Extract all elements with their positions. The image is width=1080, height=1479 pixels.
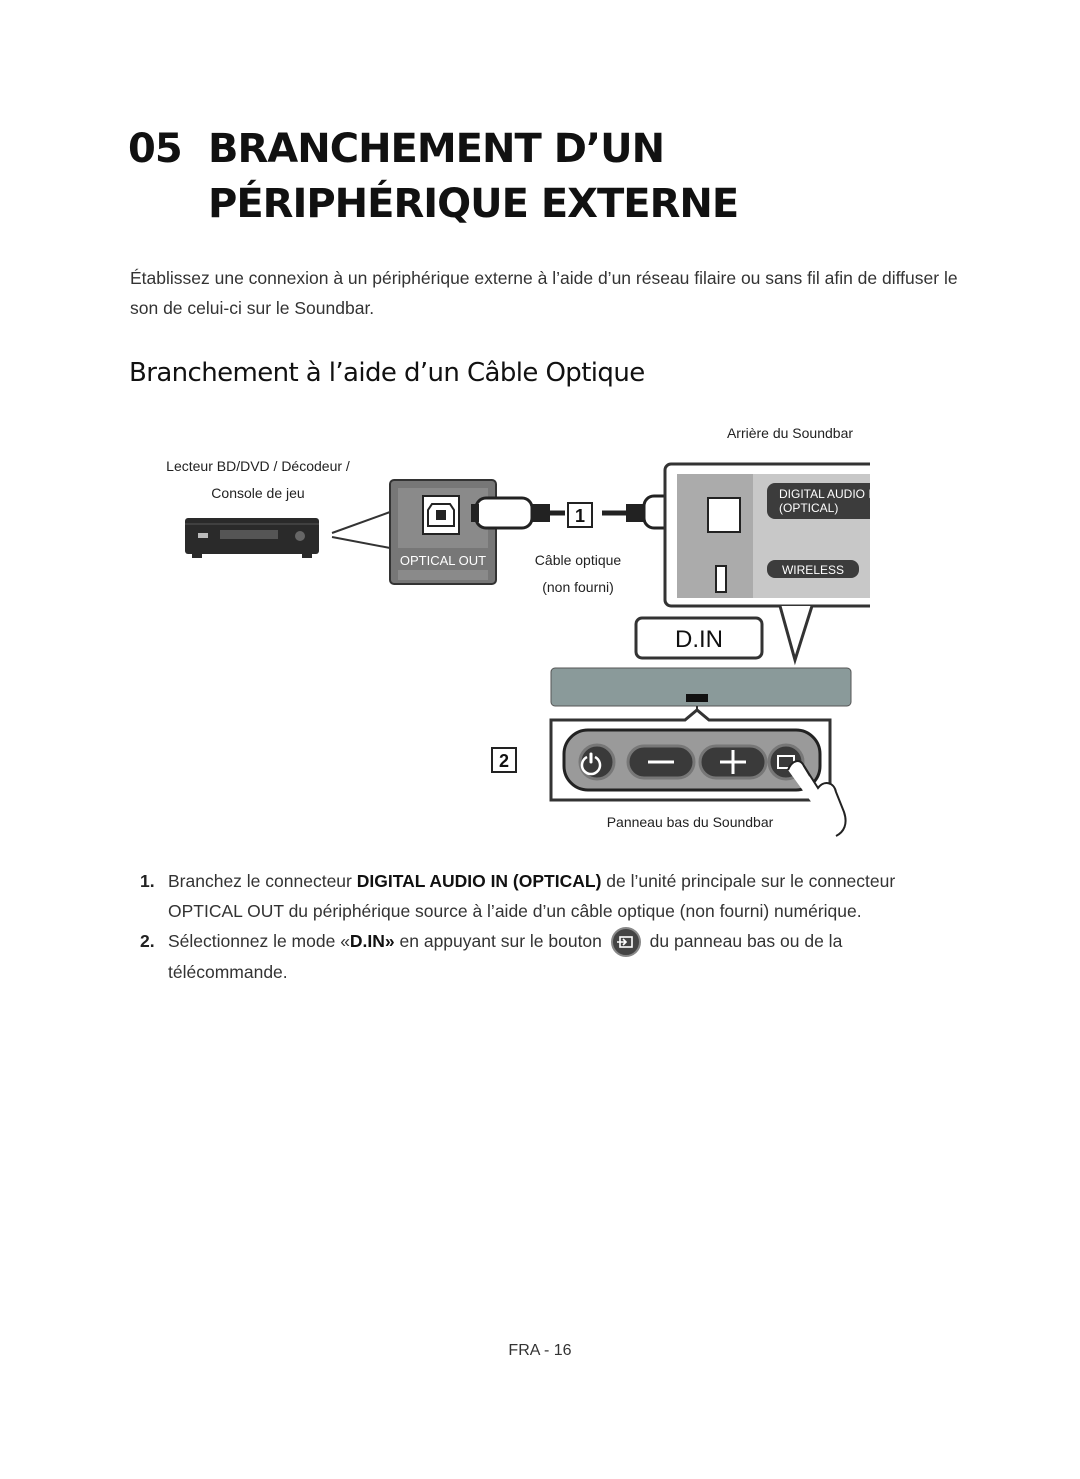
step-2-bold: D.IN» xyxy=(349,931,395,951)
diagram-graphics: OPTICAL OUT 1 DIGITAL AUDIO IN (OPTICAL)… xyxy=(185,462,870,837)
connection-diagram: OPTICAL OUT 1 DIGITAL AUDIO IN (OPTICAL)… xyxy=(140,420,870,840)
callout-1: 1 xyxy=(575,506,585,526)
source-device-label-line2: Console de jeu xyxy=(211,485,305,501)
port-label-line2: (OPTICAL) xyxy=(779,501,838,515)
chapter-number: 05 xyxy=(128,126,183,172)
callout-2: 2 xyxy=(499,751,509,771)
bottom-panel-zoom xyxy=(549,708,832,802)
hand-icon xyxy=(787,760,847,837)
step-2: 2. Sélectionnez le mode «D.IN» en appuya… xyxy=(140,926,940,987)
intro-paragraph: Établissez une connexion à un périphériq… xyxy=(130,268,958,318)
page-footer: FRA - 16 xyxy=(508,1342,572,1359)
rear-label: Arrière du Soundbar xyxy=(726,425,854,441)
step-1-text-before: Branchez le connecteur xyxy=(168,871,357,891)
section-title: Branchement à l’aide d’un Câble Optique xyxy=(129,358,645,388)
step-1-number: 1. xyxy=(140,871,155,891)
step-1-bold: DIGITAL AUDIO IN (OPTICAL) xyxy=(356,871,602,891)
step-1: 1. Branchez le connecteur DIGITAL AUDIO … xyxy=(140,866,940,926)
soundbar-rear-zoom xyxy=(663,462,870,608)
mode-display: D.IN xyxy=(675,626,723,653)
optical-cable-left xyxy=(471,496,565,530)
source-button-icon xyxy=(610,927,641,958)
step-2-text-middle: en appuyant sur le bouton xyxy=(394,931,607,951)
step-1-text-after: de l’unité principale sur le connecteur … xyxy=(168,871,896,921)
source-device-label-line1: Lecteur BD/DVD / Décodeur / xyxy=(166,458,350,474)
optical-out-zoom xyxy=(389,479,497,585)
soundbar-body xyxy=(550,667,852,716)
wireless-label: WIRELESS xyxy=(782,563,844,577)
step-2-text-after: du panneau bas ou de la télécommande. xyxy=(168,931,843,983)
bd-player-icon xyxy=(185,518,319,558)
chapter-title: Branchement d’un périphérique externe xyxy=(208,126,739,227)
cable-label-line1: Câble optique xyxy=(534,552,622,568)
steps-list: 1. Branchez le connecteur DIGITAL AUDIO … xyxy=(140,866,940,987)
step-2-number: 2. xyxy=(140,931,155,951)
port-label-line1: DIGITAL AUDIO IN xyxy=(779,487,870,501)
optical-out-label: OPTICAL OUT xyxy=(400,553,486,568)
step-2-text-before: Sélectionnez le mode « xyxy=(168,931,350,951)
bottom-panel-label: Panneau bas du Soundbar xyxy=(606,814,774,830)
cable-label-line2: (non fourni) xyxy=(542,579,614,595)
